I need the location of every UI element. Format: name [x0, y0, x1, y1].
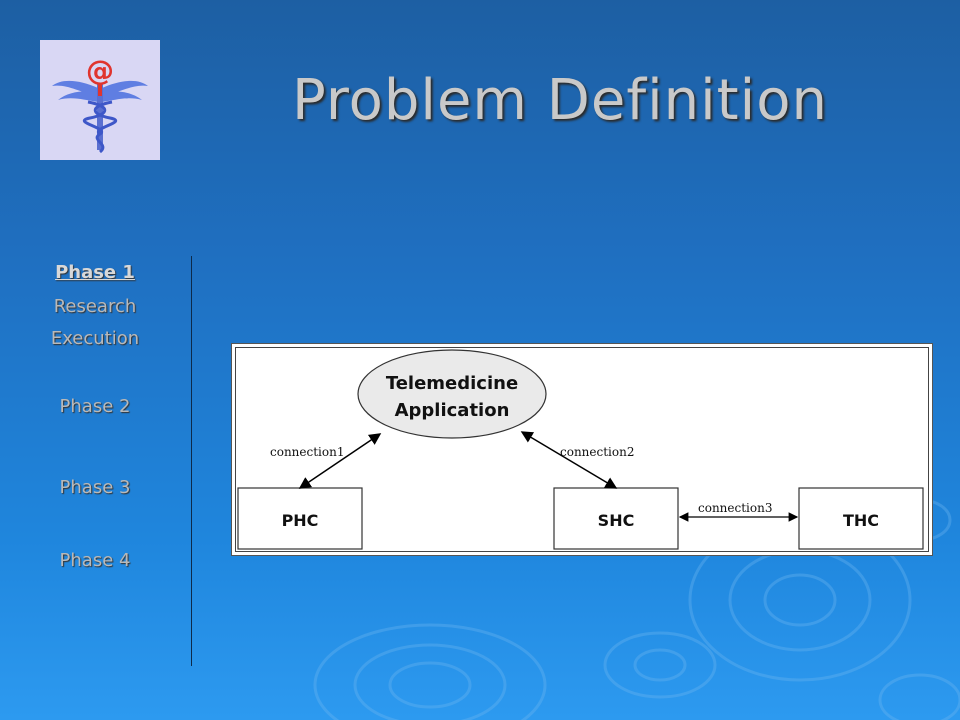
diagram-frame: [235, 347, 929, 552]
caduceus-icon: @: [52, 54, 148, 154]
logo-at-symbol: @: [86, 54, 114, 87]
nav-item-execution[interactable]: Execution: [50, 328, 140, 349]
phc-label: PHC: [282, 511, 319, 530]
center-node-line2: Application: [395, 400, 510, 421]
center-node-line1: Telemedicine: [386, 373, 518, 394]
connection3-label: connection3: [698, 501, 772, 515]
shc-box: [553, 487, 679, 550]
telemedicine-diagram: Telemedicine Application PHC SHC THC con…: [231, 343, 933, 556]
phc-box: [237, 487, 363, 550]
nav-item-phase-3[interactable]: Phase 3: [59, 477, 131, 498]
nav-divider: [191, 256, 192, 666]
nav-item-phase-2[interactable]: Phase 2: [59, 396, 131, 417]
nav-item-phase-1[interactable]: Phase 1: [55, 262, 135, 283]
connection1-arrow: [298, 433, 382, 489]
logo: @: [40, 40, 160, 160]
connection2-label: connection2: [560, 445, 634, 459]
connection1-label: connection1: [270, 445, 344, 459]
shc-label: SHC: [598, 511, 635, 530]
connection2-arrow: [520, 431, 618, 489]
nav-item-research[interactable]: Research: [53, 296, 137, 317]
telemedicine-app-node: [357, 349, 547, 439]
thc-label: THC: [843, 511, 879, 530]
diagram-canvas: Telemedicine Application PHC SHC THC con…: [237, 349, 924, 550]
thc-box: [798, 487, 924, 550]
page-title: Problem Definition: [292, 68, 828, 133]
nav-item-phase-4[interactable]: Phase 4: [59, 550, 131, 571]
